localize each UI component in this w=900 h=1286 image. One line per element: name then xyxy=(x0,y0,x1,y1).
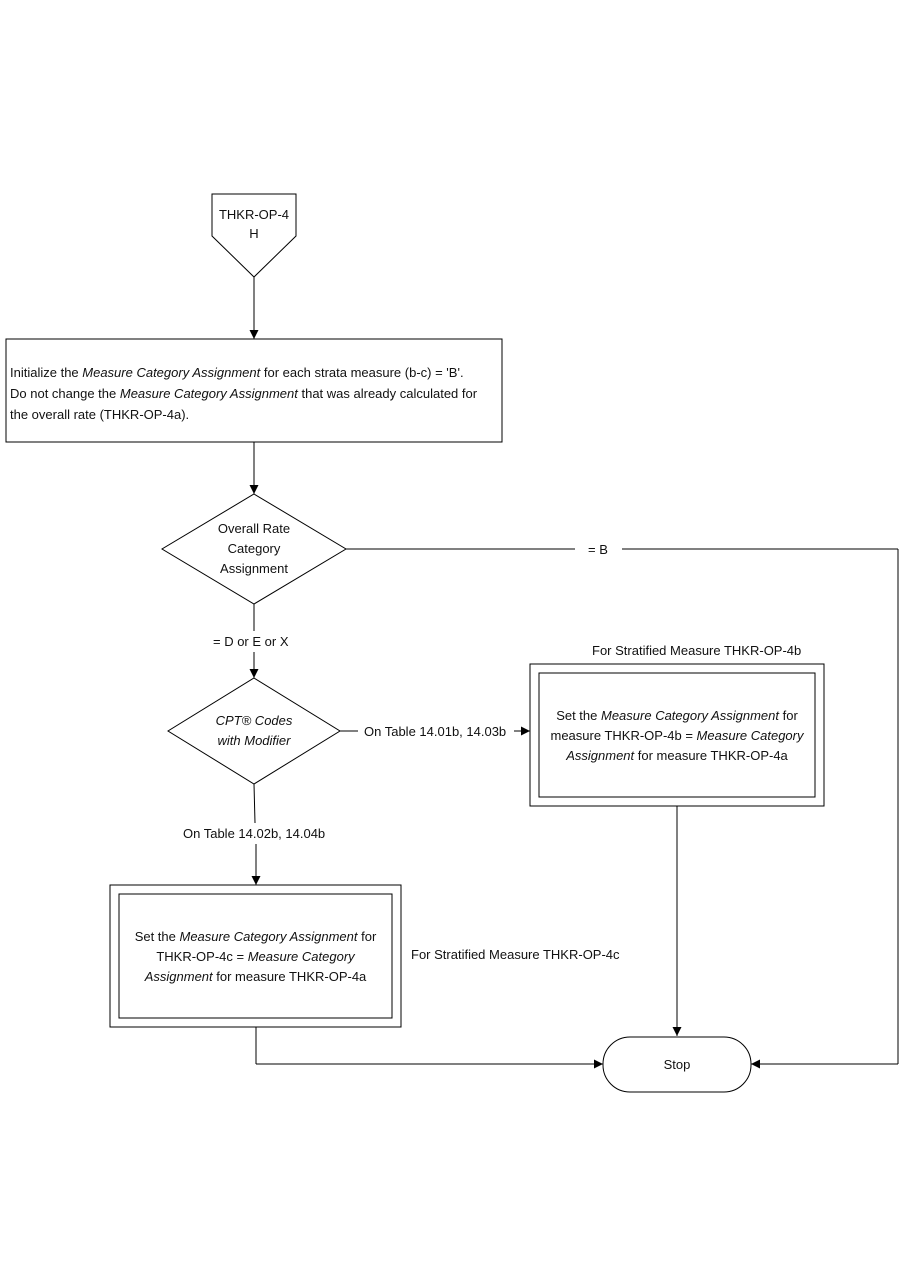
overall-line2: Category xyxy=(227,541,281,556)
edge-label-eq-b: = B xyxy=(588,542,608,557)
stop-terminator-shape xyxy=(602,1036,752,1093)
init-text-2: for each strata measure (b-c) = 'B'. xyxy=(260,365,464,380)
strat-c-text-2: for xyxy=(357,929,377,944)
init-text-1: Initialize the xyxy=(10,365,83,380)
cpt-decision-label: CPT® Codes with Modifier xyxy=(184,711,324,751)
cpt-line1: CPT® Codes xyxy=(215,713,293,728)
strat-b-text: Set the Measure Category Assignment for … xyxy=(541,706,813,766)
strat-b-inner-shape xyxy=(538,672,816,798)
offpage-connector-label: THKR-OP-4 H xyxy=(212,205,296,243)
edge-label-eq-dex: = D or E or X xyxy=(213,634,289,649)
strat-c-caption: For Stratified Measure THKR-OP-4c xyxy=(411,947,620,962)
strat-b-text-1: Set the xyxy=(556,708,601,723)
connector-line2: H xyxy=(249,226,259,241)
edge-label-table-right: On Table 14.01b, 14.03b xyxy=(364,724,507,739)
strat-b-text-1-italic: Measure Category Assignment xyxy=(601,708,779,723)
init-text-4: that was already calculated for xyxy=(297,386,478,401)
strat-c-text-3-italic: Measure Category xyxy=(247,949,355,964)
cpt-line2: with Modifier xyxy=(217,733,291,748)
init-text-3-italic: Measure Category Assignment xyxy=(119,386,298,401)
init-text-1-italic: Measure Category Assignment xyxy=(82,365,261,380)
stop-label: Stop xyxy=(663,1057,691,1072)
strat-c-inner-shape xyxy=(118,893,393,1019)
strat-b-text-3: measure THKR-OP-4b = xyxy=(550,728,697,743)
edge-label-table-down: On Table 14.02b, 14.04b xyxy=(183,826,326,841)
offpage-connector-shape xyxy=(211,193,297,278)
overall-line1: Overall Rate xyxy=(217,521,291,536)
strat-b-text-2: for xyxy=(779,708,798,723)
strat-b-text-3-italic: Measure Category xyxy=(696,728,804,743)
init-box-shape xyxy=(5,338,503,443)
strat-c-text-1-italic: Measure Category Assignment xyxy=(179,929,358,944)
init-box-text: Initialize the Measure Category Assignme… xyxy=(10,362,500,425)
connector-line1: THKR-OP-4 xyxy=(218,207,290,222)
overall-decision-label: Overall Rate Category Assignment xyxy=(184,519,324,579)
strat-c-text-3: THKR-OP-4c = xyxy=(156,949,248,964)
strat-b-text-5: for measure THKR-OP-4a xyxy=(634,748,788,763)
strat-c-text: Set the Measure Category Assignment for … xyxy=(119,927,392,987)
strat-c-text-5: for measure THKR-OP-4a xyxy=(212,969,367,984)
strat-b-caption: For Stratified Measure THKR-OP-4b xyxy=(592,643,802,658)
strat-b-text-4-italic: Assignment xyxy=(566,748,635,763)
strat-c-outer-shape xyxy=(109,884,402,1028)
strat-c-text-4-italic: Assignment xyxy=(144,969,213,984)
init-text-3: Do not change the xyxy=(10,386,120,401)
init-text-5: the overall rate (THKR-OP-4a). xyxy=(10,407,190,422)
strat-b-outer-shape xyxy=(529,663,825,807)
overall-line3: Assignment xyxy=(220,561,288,576)
strat-c-text-1: Set the xyxy=(134,929,180,944)
line-cpt-down xyxy=(253,783,256,824)
